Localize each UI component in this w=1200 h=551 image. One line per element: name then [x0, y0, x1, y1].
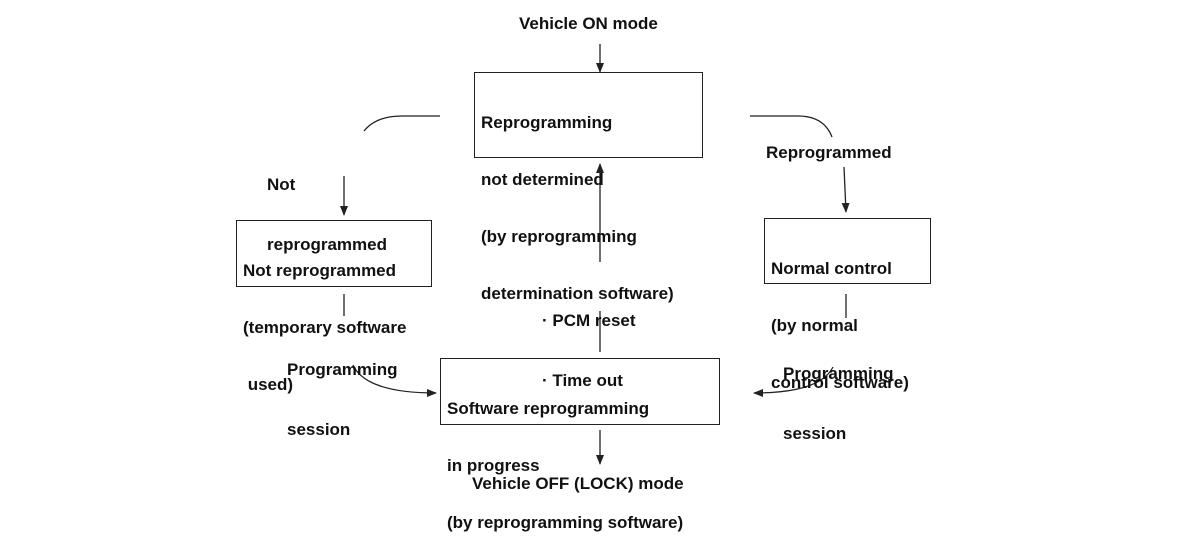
transition-line: Programming	[783, 364, 894, 383]
box-line: Normal control	[771, 259, 892, 278]
connector-to-reprogrammed	[750, 115, 833, 138]
box-line: determination software)	[481, 284, 674, 303]
transition-line: · Time out	[542, 371, 623, 390]
arrow-right-session	[753, 366, 834, 397]
arrow-to-normal-control-box	[841, 166, 850, 213]
box-line: (by reprogramming	[481, 227, 637, 246]
transition-reprogrammed: Reprogrammed	[766, 143, 892, 162]
state-box-not-reprogrammed: Not reprogrammed (temporary software use…	[236, 220, 432, 394]
vehicle-on-label: Vehicle ON mode	[519, 14, 658, 33]
transition-line: Not	[267, 175, 296, 194]
connector-to-not-reprogrammed	[363, 115, 440, 132]
state-diagram	[340, 44, 850, 465]
transition-line: reprogrammed	[267, 235, 387, 254]
state-box-reprogramming-in-progress: Software reprogramming in progress (by r…	[440, 358, 720, 532]
box-line: (temporary software	[243, 318, 407, 337]
state-box-reprogramming-not-determined: Reprogramming not determined (by reprogr…	[474, 72, 703, 303]
box-line: (by normal	[771, 316, 858, 335]
box-line: Not reprogrammed	[243, 261, 397, 280]
box-line: Software reprogramming	[447, 399, 650, 418]
transition-line: · PCM reset	[542, 311, 636, 330]
transition-session-right: Programming session	[783, 324, 894, 464]
transition-line: session	[783, 424, 847, 443]
box-line: used)	[243, 375, 294, 394]
transition-pcm-reset: · PCM reset · Time out	[542, 271, 636, 411]
box-line: Reprogramming	[481, 113, 613, 132]
transition-session-left: Programming session	[287, 320, 398, 460]
state-box-normal-control: Normal control (by normal control softwa…	[764, 218, 931, 392]
arrow-left-session	[352, 364, 437, 397]
transition-not-reprogrammed: Not reprogrammed	[267, 135, 387, 275]
box-line: not determined	[481, 170, 604, 189]
vehicle-off-label: Vehicle OFF (LOCK) mode	[472, 474, 684, 493]
box-line: (by reprogramming software)	[447, 513, 684, 532]
box-line: control software)	[771, 373, 909, 392]
box-line: in progress	[447, 456, 540, 475]
transition-line: Programming	[287, 360, 398, 379]
transition-line: session	[287, 420, 351, 439]
